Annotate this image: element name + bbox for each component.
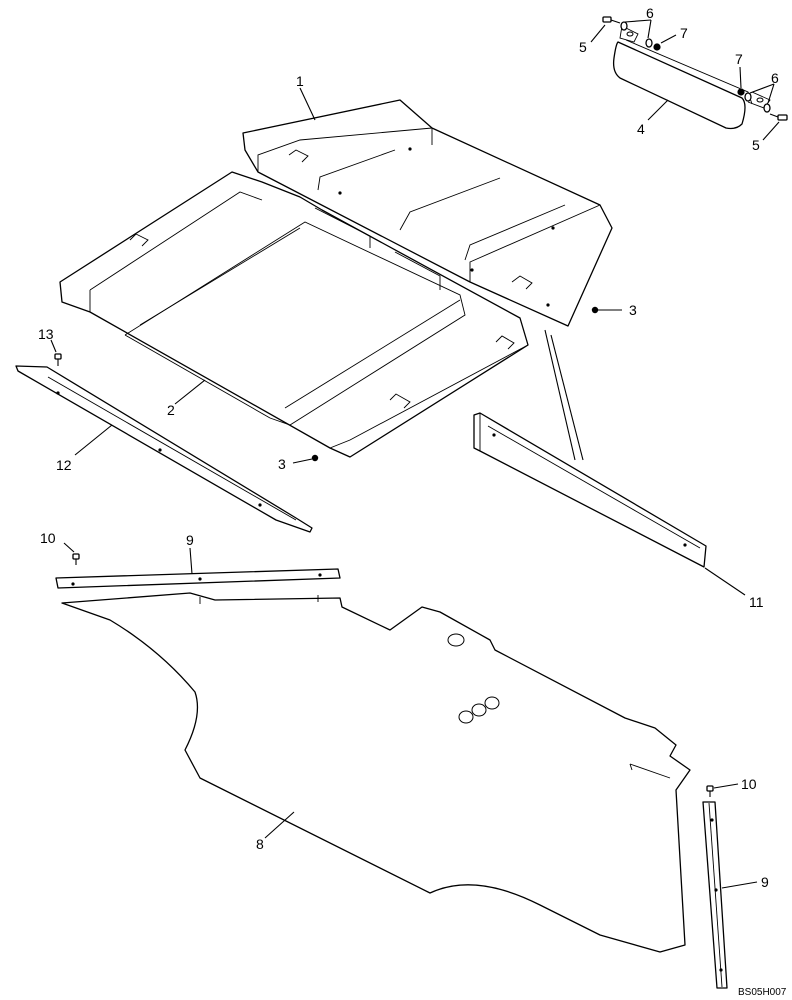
callout-12: 12 <box>56 457 72 473</box>
part-8-floor-plate <box>61 592 691 953</box>
part-9-trim-strip-right <box>702 801 728 989</box>
leader-lines <box>74 87 758 889</box>
part-5-screw-left <box>590 16 621 43</box>
callouts: 1 2 3 3 4 5 5 6 6 7 7 8 9 9 10 10 11 12 … <box>38 5 787 998</box>
part-11-side-rail <box>473 412 707 568</box>
part-10-screw-right <box>706 783 739 797</box>
part-1-rear-floor-mat <box>242 99 613 327</box>
part-6-washers-right <box>744 83 775 113</box>
part-4-kick-plate <box>612 25 771 130</box>
part-13-screw <box>50 339 62 366</box>
callout-10-upper: 10 <box>40 530 56 546</box>
callout-13: 13 <box>38 326 54 342</box>
drawing-code: BS05H007 <box>738 987 787 998</box>
callout-5-left: 5 <box>579 39 587 55</box>
part-7-nut-right <box>737 66 745 96</box>
part-12-long-trim <box>15 365 313 533</box>
part-2-front-floor-mat <box>59 171 529 458</box>
callout-3-lower: 3 <box>278 456 286 472</box>
callout-6-right: 6 <box>771 70 779 86</box>
callout-9-right: 9 <box>761 874 769 890</box>
part-5-screw-right <box>762 113 788 141</box>
callout-11: 11 <box>749 594 764 610</box>
part-3-push-pin-upper <box>591 306 622 314</box>
callout-7-right: 7 <box>735 51 743 67</box>
callout-3-upper: 3 <box>629 302 637 318</box>
callout-7-left: 7 <box>680 25 688 41</box>
callout-2: 2 <box>167 402 175 418</box>
part-7-nut-left <box>653 34 677 51</box>
part-6-washers-left <box>620 19 653 48</box>
part-10-screw-upper <box>63 542 80 565</box>
part-3-push-pin-lower <box>292 454 319 464</box>
callout-4: 4 <box>637 121 645 137</box>
callout-1: 1 <box>296 73 304 89</box>
callout-10-right: 10 <box>741 776 757 792</box>
callout-8: 8 <box>256 836 264 852</box>
callout-5-right: 5 <box>752 137 760 153</box>
callout-9-upper: 9 <box>186 532 194 548</box>
callout-6-left: 6 <box>646 5 654 21</box>
part-9-trim-strip-upper <box>55 568 341 589</box>
